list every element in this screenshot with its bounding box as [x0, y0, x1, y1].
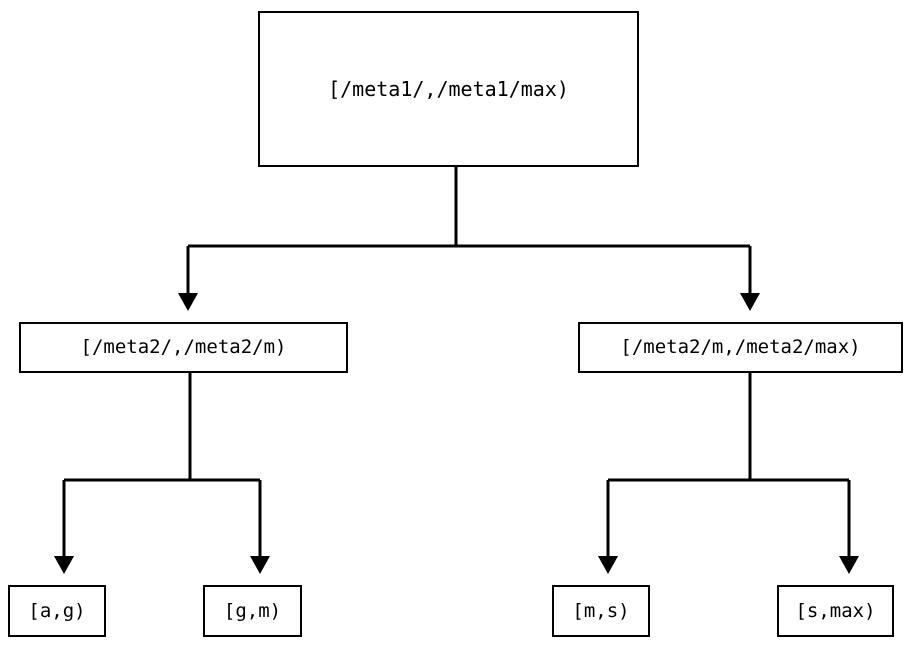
tree-node-root-label: [/meta1/,/meta1/max): [328, 77, 569, 101]
tree-node-leaf-gm[interactable]: [g,m): [203, 585, 302, 637]
arrowhead-to-leaf-ag: [54, 556, 74, 574]
arrowhead-to-meta2-low: [178, 293, 198, 311]
tree-node-leaf-ag[interactable]: [a,g): [8, 585, 106, 637]
tree-node-leaf-ag-label: [a,g): [28, 599, 86, 622]
tree-node-leaf-gm-label: [g,m): [223, 599, 282, 622]
arrowhead-to-meta2-high: [740, 293, 760, 311]
tree-node-leaf-ms-label: [m,s): [572, 599, 630, 622]
arrowhead-to-leaf-smax: [839, 556, 859, 574]
arrowhead-to-leaf-ms: [598, 556, 618, 574]
tree-node-leaf-smax-label: [s,max): [795, 599, 876, 622]
tree-node-meta2-high[interactable]: [/meta2/m,/meta2/max): [578, 322, 903, 373]
tree-node-meta2-low-label: [/meta2/,/meta2/m): [80, 336, 287, 358]
tree-node-leaf-ms[interactable]: [m,s): [552, 585, 650, 637]
tree-node-root[interactable]: [/meta1/,/meta1/max): [258, 11, 639, 167]
tree-node-meta2-high-label: [/meta2/m,/meta2/max): [620, 336, 861, 358]
arrowhead-to-leaf-gm: [250, 556, 270, 574]
tree-node-leaf-smax[interactable]: [s,max): [777, 585, 894, 637]
tree-node-meta2-low[interactable]: [/meta2/,/meta2/m): [19, 322, 348, 373]
